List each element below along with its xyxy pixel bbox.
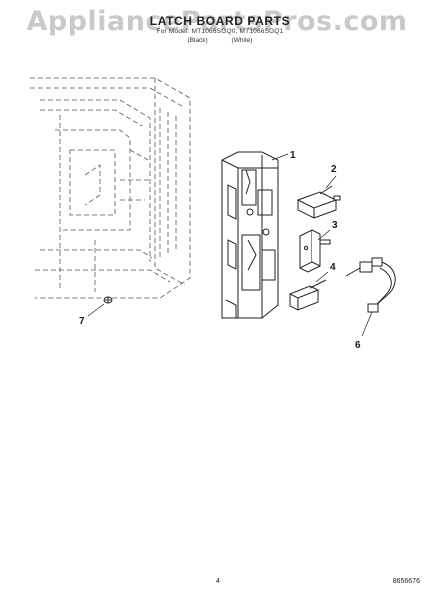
wire-harness-part-6 (345, 257, 396, 313)
latch-board-part-1 (221, 151, 279, 319)
page-title: LATCH BOARD PARTS (149, 14, 291, 28)
callout-7: 7 (79, 316, 85, 327)
callout-3: 3 (332, 220, 338, 231)
leader-line-4 (315, 271, 329, 283)
leader-line-3 (317, 229, 331, 241)
switch-part-3 (299, 229, 331, 273)
callout-1: 1 (290, 150, 296, 161)
callout-6: 6 (355, 340, 361, 351)
document-code: 8656676 (392, 578, 420, 585)
callout-2: 2 (331, 164, 337, 175)
watermark: AppliancePartsPros.com (26, 6, 408, 37)
cabinet-outline (30, 77, 191, 299)
model-subtitle: For Model: MT1066SGQ0, MT1066SGQ1 (156, 28, 284, 35)
switch-part-4 (289, 279, 327, 311)
leader-line-7 (87, 303, 105, 317)
callout-4: 4 (330, 262, 336, 273)
color-subtitle: (Black) (White) (187, 37, 253, 44)
leader-line-6 (361, 311, 373, 337)
leader-line-2 (325, 175, 337, 189)
page-number: 4 (216, 578, 220, 585)
screw-part-7 (103, 296, 113, 304)
switch-part-2 (297, 185, 341, 219)
leader-line-1 (271, 153, 289, 161)
